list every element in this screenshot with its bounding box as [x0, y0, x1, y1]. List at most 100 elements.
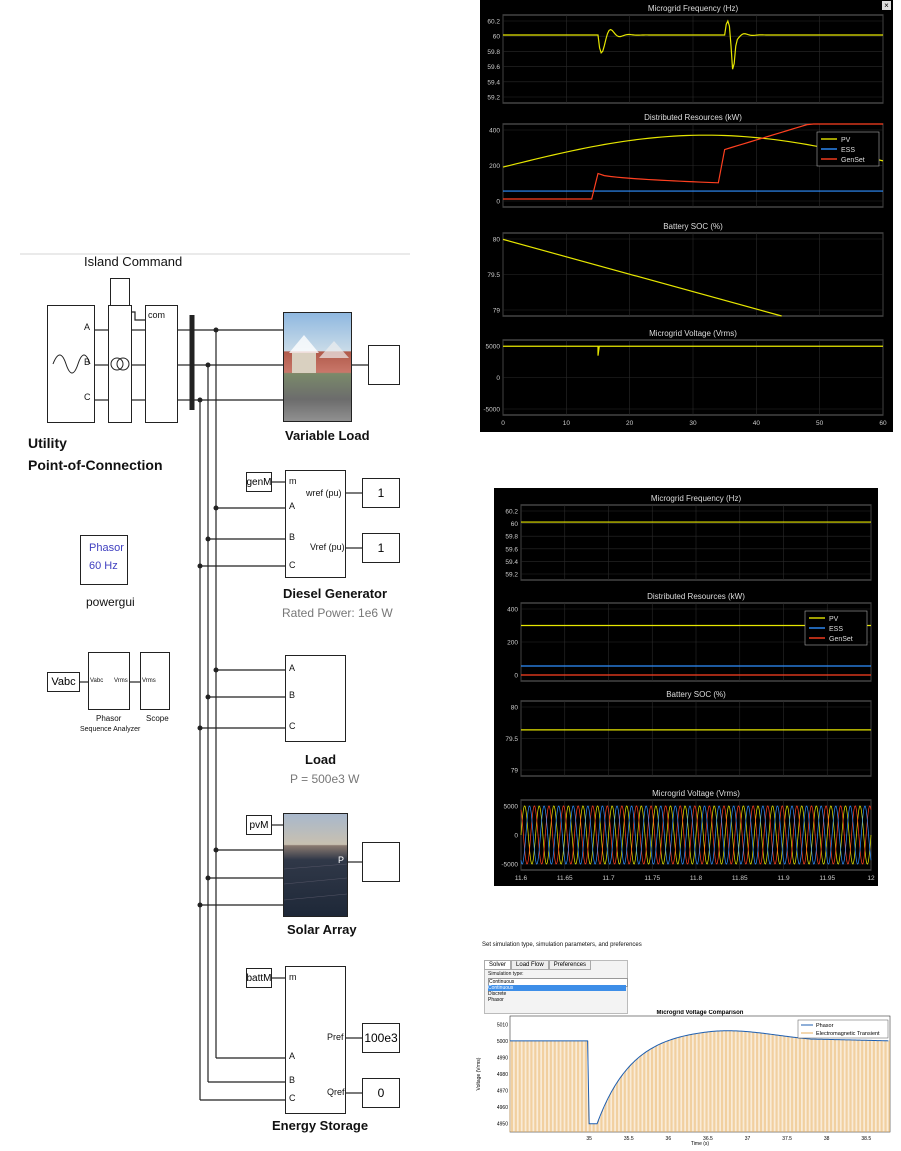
x-tick-label: 12: [867, 875, 875, 882]
tab-load-flow[interactable]: Load Flow: [511, 960, 549, 970]
scope-name: Scope: [146, 714, 169, 723]
y-tick-label: 59.8: [505, 534, 518, 541]
x-tick-label: 38.5: [861, 1136, 871, 1142]
load-power: P = 500e3 W: [290, 772, 360, 786]
simulink-diagram: Island Command A B C com Utility Point-o…: [0, 250, 420, 1140]
load-block[interactable]: [285, 655, 346, 742]
utility-source-block[interactable]: [47, 305, 95, 423]
y-tick-label: 59.2: [505, 572, 518, 579]
powergui-line2: 60 Hz: [89, 560, 118, 572]
utility-port-c: C: [84, 392, 91, 402]
option-phasor[interactable]: Phasor: [488, 997, 504, 1003]
y-tick-label: 59.4: [505, 559, 518, 566]
legend-label: GenSet: [841, 157, 865, 164]
transformer-block[interactable]: [108, 305, 132, 423]
storage-port-pref: Pref: [327, 1032, 344, 1042]
x-tick-label: 60: [879, 420, 887, 427]
y-tick-label: 0: [496, 375, 500, 382]
option-discrete[interactable]: Discrete: [488, 991, 507, 997]
sim-type-options[interactable]: Continuous Discrete Phasor: [488, 985, 626, 1003]
house-icon: [289, 335, 349, 373]
x-tick-label: 37: [745, 1136, 751, 1142]
x-tick-label: 11.6: [515, 875, 528, 882]
diesel-port-vref: Vref (pu): [310, 542, 345, 552]
goto-battM[interactable]: battM: [246, 968, 272, 988]
y-tick-label: 59.4: [487, 79, 500, 86]
goto-genM[interactable]: genM: [246, 472, 272, 492]
genset-line: [503, 123, 883, 200]
step-block[interactable]: [368, 345, 400, 385]
x-tick-label: 37.5: [782, 1136, 792, 1142]
x-tick-label: 35: [586, 1136, 592, 1142]
storage-title: Energy Storage: [272, 1118, 369, 1133]
panel-title: Microgrid Voltage (Vrms): [652, 789, 740, 798]
y-axis-label: Voltage (Vrms): [476, 1057, 482, 1090]
storage-port-b: B: [289, 1075, 296, 1085]
panel-title: Microgrid Voltage (Vrms): [649, 329, 737, 338]
vref-constant[interactable]: 1: [362, 533, 400, 563]
tab-preferences[interactable]: Preferences: [548, 960, 592, 970]
voltage-phase-line: [520, 805, 872, 865]
legend-label: GenSet: [829, 636, 853, 643]
legend-box: [816, 131, 880, 167]
qref-constant[interactable]: 0: [362, 1078, 400, 1108]
powergui-settings-dialog: Set simulation type, simulation paramete…: [480, 940, 642, 1014]
x-tick-label: 11.8: [690, 875, 703, 882]
solar-array-block[interactable]: [283, 813, 348, 917]
legend-label: PV: [829, 616, 839, 623]
diesel-generator-block[interactable]: [285, 470, 346, 578]
storage-port-c: C: [289, 1093, 296, 1103]
variable-load-block[interactable]: [283, 312, 352, 422]
legend-label: Phasor: [816, 1023, 834, 1029]
sequence-analyzer-block[interactable]: [88, 652, 130, 710]
legend-box: [797, 1019, 889, 1039]
scope2-plot: Microgrid Frequency (Hz)60.26059.859.659…: [501, 494, 875, 882]
frequency-line: [503, 19, 883, 70]
option-continuous[interactable]: Continuous: [488, 985, 626, 991]
solar-panel-icon: [283, 863, 348, 901]
analyzer-port-in: Vabc: [90, 678, 104, 684]
panel-title: Battery SOC (%): [663, 222, 723, 231]
legend-label: ESS: [829, 626, 843, 633]
panel-title: Battery SOC (%): [666, 690, 726, 699]
diesel-port-wref: wref (pu): [306, 488, 342, 498]
island-command-label: Island Command: [84, 254, 183, 269]
powergui-block[interactable]: Phasor 60 Hz: [80, 535, 128, 585]
wref-constant[interactable]: 1: [362, 478, 400, 508]
panel-title: Distributed Resources (kW): [647, 592, 745, 601]
close-icon[interactable]: ×: [882, 1, 891, 10]
x-tick-label: 11.85: [732, 875, 748, 882]
y-tick-label: 60: [511, 521, 519, 528]
x-tick-label: 38: [824, 1136, 830, 1142]
diesel-title: Diesel Generator: [283, 586, 388, 601]
sim-type-selected: Continuous: [489, 979, 515, 985]
tab-solver[interactable]: Solver: [484, 960, 512, 970]
legend-label: ESS: [841, 147, 855, 154]
panel-title: Microgrid Frequency (Hz): [651, 494, 742, 503]
sine-block[interactable]: [362, 842, 400, 882]
goto-pvM[interactable]: pvM: [246, 815, 272, 835]
energy-storage-block[interactable]: [285, 966, 346, 1114]
chart-title: Microgrid Voltage Comparison: [657, 1010, 744, 1016]
pref-constant[interactable]: 100e3: [362, 1023, 400, 1053]
y-tick-label: 60: [493, 34, 501, 41]
y-tick-label: 79: [511, 768, 519, 775]
breaker-block[interactable]: [145, 305, 178, 423]
load-port-a: A: [289, 663, 296, 673]
y-tick-label: 79.5: [487, 272, 500, 279]
goto-vabc[interactable]: Vabc: [47, 672, 80, 692]
panel-title: Microgrid Frequency (Hz): [648, 4, 739, 13]
powergui-line1: Phasor: [89, 542, 124, 554]
y-tick-label: 4980: [497, 1072, 508, 1078]
y-tick-label: 0: [514, 833, 518, 840]
x-tick-label: 11.65: [557, 875, 573, 882]
source-icon: [52, 354, 91, 374]
x-tick-label: 50: [816, 420, 824, 427]
solar-title: Solar Array: [287, 922, 357, 937]
variable-load-title: Variable Load: [285, 428, 370, 443]
scope-block[interactable]: [140, 652, 170, 710]
storage-port-m: m: [289, 972, 297, 982]
